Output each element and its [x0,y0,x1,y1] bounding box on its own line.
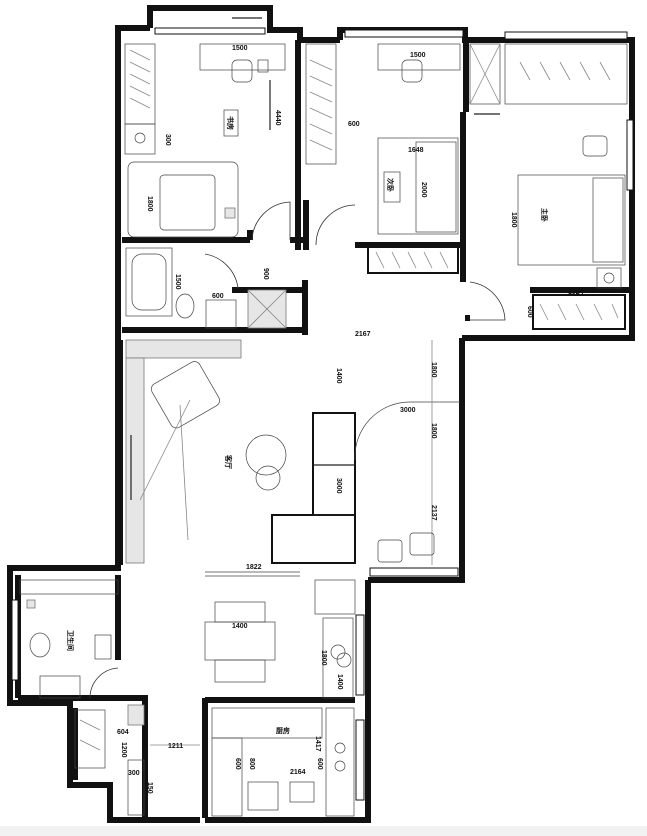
dimension-label: 1211 [168,743,183,750]
dining-kitchen [204,579,356,817]
dimension-label: 600 [234,758,241,770]
study-room [124,43,291,241]
dimension-label: 1648 [408,147,424,154]
dimension-label: 900 [262,268,269,280]
dimension-label: 1800 [320,650,327,666]
dimension-label: 1500 [410,52,426,59]
room-label-master: 主卧 [540,208,549,222]
dimension-label: 3000 [335,478,342,494]
dimension-label: 2167 [355,331,371,338]
living-room [125,339,460,577]
dimension-label: 1400 [336,674,343,690]
dimension-label: 604 [117,729,129,736]
dimension-label: 300 [128,770,140,777]
dimension-label: 600 [526,306,533,318]
dimension-labels: 1500 4440 300 1800 1500 600 1648 2000 18… [117,45,584,794]
dimension-label: 1500 [232,45,248,52]
dimension-label: 2000 [420,182,427,198]
master-bedroom [469,43,628,330]
dimension-label: 1400 [232,623,248,630]
dimension-label: 3000 [400,407,416,414]
room-label-study: 书房 [226,116,235,130]
bedroom-2 [305,43,461,274]
dimension-label: 2164 [290,769,306,776]
dimension-label: 600 [348,121,360,128]
dimension-label: 300 [164,134,171,146]
dimension-label: 1800 [430,362,437,378]
bathroom-main [125,247,287,329]
dimension-label: 1417 [314,736,321,752]
dimension-label: 4440 [274,110,281,126]
dimension-label: 1500 [174,274,181,290]
room-label-living: 客厅 [224,454,233,469]
dimension-label: 1800 [510,212,517,228]
dimension-label: 1400 [335,368,342,384]
dimension-label: 800 [248,758,255,770]
room-label-bedroom2: 次卧 [386,178,395,192]
dimension-label: 1822 [246,564,262,571]
bathroom-2 [19,579,119,699]
dimension-label: 1200 [120,742,127,758]
dimension-label: 2137 [430,505,437,521]
dimension-label: 1800 [430,423,437,439]
bottom-strip [0,826,647,836]
entry [74,704,200,816]
dimension-label: 600 [212,293,224,300]
dimension-label: 600 [316,758,323,770]
room-labels: 书房 次卧 主卧 客厅 卫生间 厨房 [66,116,549,735]
room-label-kitchen: 厨房 [276,726,290,735]
room-label-bath2: 卫生间 [66,630,75,651]
dimension-label: 150 [146,782,153,794]
windows [11,17,634,801]
dimension-label: 1800 [146,196,153,212]
dimension-label: 1924 [568,289,584,296]
